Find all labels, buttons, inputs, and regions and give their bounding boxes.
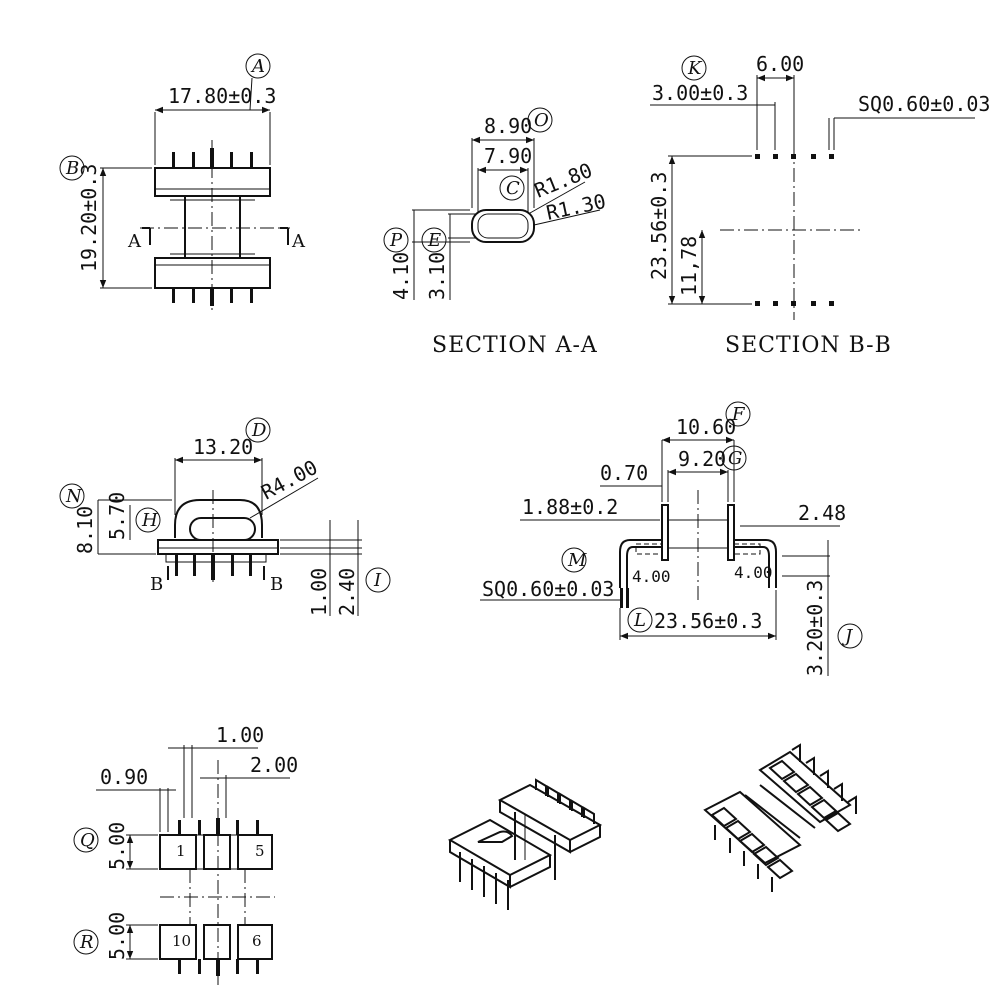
svg-text:L: L [633,610,646,631]
svg-text:K: K [687,58,703,79]
callout-b [59,155,85,181]
dim-pitch: 3.00±0.3 [652,81,748,105]
svg-text:N: N [65,486,83,507]
dim-flange: 1.00 [307,568,331,616]
dim-pin-d1: 1.00 [216,723,264,747]
dim-top-length: 23.56±0.3 [654,609,762,633]
svg-text:E: E [427,230,441,251]
top-view: 10.60 F 9.20 G 0.70 1.88±0.2 2.48 4.00 4… [480,401,863,676]
dim-inner-width: 7.90 [484,144,532,168]
base-flange [157,539,279,555]
callout-d [245,417,271,443]
svg-text:Q: Q [80,830,95,851]
dim-half: 11,78 [677,236,701,296]
callout-f [725,401,751,427]
section-mark-left: A [127,231,142,252]
section-mark-b-right: B [270,574,283,595]
callout-i [365,567,391,593]
left-lead [619,539,662,588]
dim-pin-square: SQ0.60±0.03 [858,92,990,116]
bobbin-profile [174,499,263,538]
dim-top-tab: 2.48 [798,501,846,525]
dim-total-height: 8.10 [73,506,97,554]
svg-text:M: M [567,550,587,571]
svg-text:A: A [250,56,265,77]
callout-n [59,483,85,509]
pin-number-5: 5 [255,842,265,860]
svg-text:R: R [79,932,94,953]
dim-outer-width: 8.90 [484,114,532,138]
svg-text:I: I [373,570,382,591]
dim-row-2: 5.00 [105,912,129,960]
section-mark-right: A [291,231,306,252]
svg-text:B: B [65,158,79,179]
dim-side-width: 13.20 [193,435,253,459]
core-window [189,517,256,541]
bobbin-outer-section [471,209,535,243]
svg-text:J: J [841,626,854,647]
dim-top-pin-sq: SQ0.60±0.03 [482,577,614,601]
svg-text:C: C [506,178,520,199]
callout-e [421,227,447,253]
callout-r [73,929,99,955]
callout-g [721,445,747,471]
pin-row-r [159,924,273,976]
dim-pad-right: 4.00 [734,563,773,582]
caption-section-aa: SECTION A-A [432,333,598,358]
callout-l [627,607,653,633]
callout-o [527,107,553,133]
callout-m [561,547,587,573]
dim-top-pin-h: 3.20±0.3 [803,580,827,676]
svg-text:F: F [731,404,746,425]
pin-layout-view: 1 5 10 6 1.00 2.00 0.90 [73,723,298,985]
pin-number-1: 1 [176,842,186,860]
dim-top-offset: 1.88±0.2 [522,495,618,519]
side-pins [165,553,267,580]
callout-h [135,507,161,533]
callout-j [837,623,863,649]
dim-flange-2: 2.40 [335,568,359,616]
dim-side-radius: R4.00 [257,455,321,504]
pin-number-10: 10 [172,932,191,950]
section-bb-view: 6.00 3.00±0.3 K SQ0.60±0.03 23.56±0.3 11… [647,52,990,358]
dim-inner-height: 3.10 [425,252,449,300]
right-lead [734,539,777,588]
callout-q [73,827,99,853]
dim-span: 6.00 [756,52,804,76]
svg-text:G: G [728,448,742,469]
side-view: B B 13.20 D R4.00 8.10 5.70 N H 1.00 2.4… [59,417,391,616]
dim-row-1: 5.00 [105,822,129,870]
isometric-view-1 [447,778,603,910]
isometric-view-2 [703,743,857,892]
pin-number-6: 6 [252,932,262,950]
dim-top-wall: 0.70 [600,461,648,485]
dim-height: 19.20±0.3 [77,164,101,272]
dim-inner-height-side: 5.70 [105,492,129,540]
bobbin-inner-section [477,213,529,239]
callout-p [383,227,409,253]
section-mark-b-left: B [150,574,163,595]
dim-width: 17.80±0.3 [168,84,276,108]
dim-pin-d3: 0.90 [100,765,148,789]
dim-top-inner: 9.20 [678,447,726,471]
dim-top-outer: 10.60 [676,415,736,439]
dim-height-bb: 23.56±0.3 [647,172,671,280]
callout-k [681,55,707,81]
pin-row-bottom [755,301,834,306]
front-view: A A 17.80±0.3 A 19.20±0.3 B [59,53,306,310]
svg-text:H: H [141,510,158,531]
svg-text:P: P [389,230,403,251]
callout-c [499,175,525,201]
section-aa-view: 8.90 O 7.90 C R1.80 R1.30 4.10 3.10 P E … [383,107,608,358]
dim-pin-d2: 2.00 [250,753,298,777]
dim-outer-height: 4.10 [389,252,413,300]
svg-text:O: O [534,110,549,131]
caption-section-bb: SECTION B-B [725,333,892,358]
svg-text:D: D [251,420,267,441]
callout-a [245,53,271,79]
dim-pad-left: 4.00 [632,567,671,586]
